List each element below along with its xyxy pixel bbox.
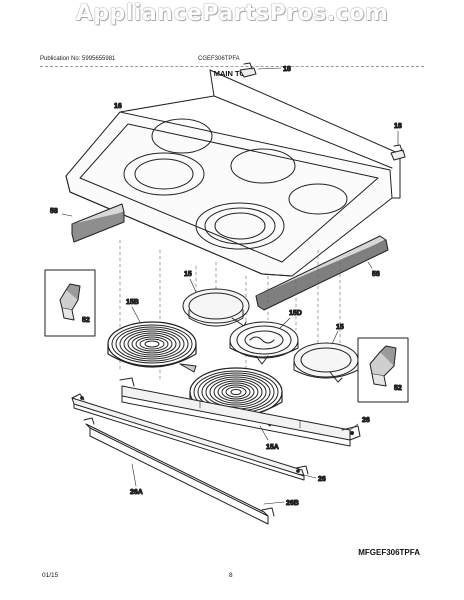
element-15-right xyxy=(293,330,359,383)
callout-15b: 15B xyxy=(126,299,139,306)
callout-52-right: 52 xyxy=(394,385,402,392)
burner-ring-front-right-inner xyxy=(214,212,266,240)
callout-26a: 26A xyxy=(130,489,143,496)
footer-date: 01/15 xyxy=(42,572,59,579)
detail-box-52-right xyxy=(357,337,409,403)
support-bracket-26-lower xyxy=(71,393,317,481)
burner-ring-front-left-outer xyxy=(123,152,205,196)
callout-58-right: 58 xyxy=(372,271,380,278)
callout-16: 16 xyxy=(114,103,122,110)
callout-15-right: 15 xyxy=(336,324,344,331)
element-15b xyxy=(107,306,197,373)
insulation-strip-right xyxy=(255,235,389,311)
callout-26-lower: 26 xyxy=(318,476,326,483)
burner-ring-warmer xyxy=(288,183,348,215)
detail-box-52-left xyxy=(44,269,96,337)
burner-ring-front-right-mid xyxy=(204,207,276,245)
callout-26b: 26B xyxy=(286,500,299,507)
header-rule xyxy=(40,66,424,67)
watermark: AppliancePartsPros.com xyxy=(75,1,389,26)
burner-ring-front-left-inner xyxy=(134,158,194,190)
diagram-title: MAIN TOP xyxy=(213,69,251,78)
clip-18-right xyxy=(390,130,406,161)
callout-18-right: 18 xyxy=(394,123,402,130)
element-15d xyxy=(229,317,299,365)
page-number: 8 xyxy=(229,572,233,579)
callout-52-left: 52 xyxy=(82,317,90,324)
callout-18-top: 18 xyxy=(283,66,291,73)
burner-ring-rear-left xyxy=(151,118,213,154)
bottom-rail-26a-26b xyxy=(83,417,285,525)
callout-15a: 15A xyxy=(266,444,279,451)
support-bracket-26-upper xyxy=(119,377,361,447)
clip-18-top xyxy=(239,62,282,78)
element-15-rear xyxy=(182,278,250,327)
callout-15d: 15D xyxy=(289,310,302,317)
insulation-strip-left xyxy=(61,203,125,243)
callout-15-rear: 15 xyxy=(184,271,192,278)
burner-ring-rear-right xyxy=(230,148,296,184)
burner-ring-front-right-outer xyxy=(195,202,285,250)
publication-number: Publication No: 5995655981 xyxy=(40,56,116,62)
model-number: CGEF306TPFA xyxy=(198,56,240,62)
callout-26-upper: 26 xyxy=(362,417,370,424)
diagram-code: MFGEF306TPFA xyxy=(358,548,420,557)
callout-58-left: 58 xyxy=(50,208,58,215)
cooktop-glass-top xyxy=(65,69,401,277)
